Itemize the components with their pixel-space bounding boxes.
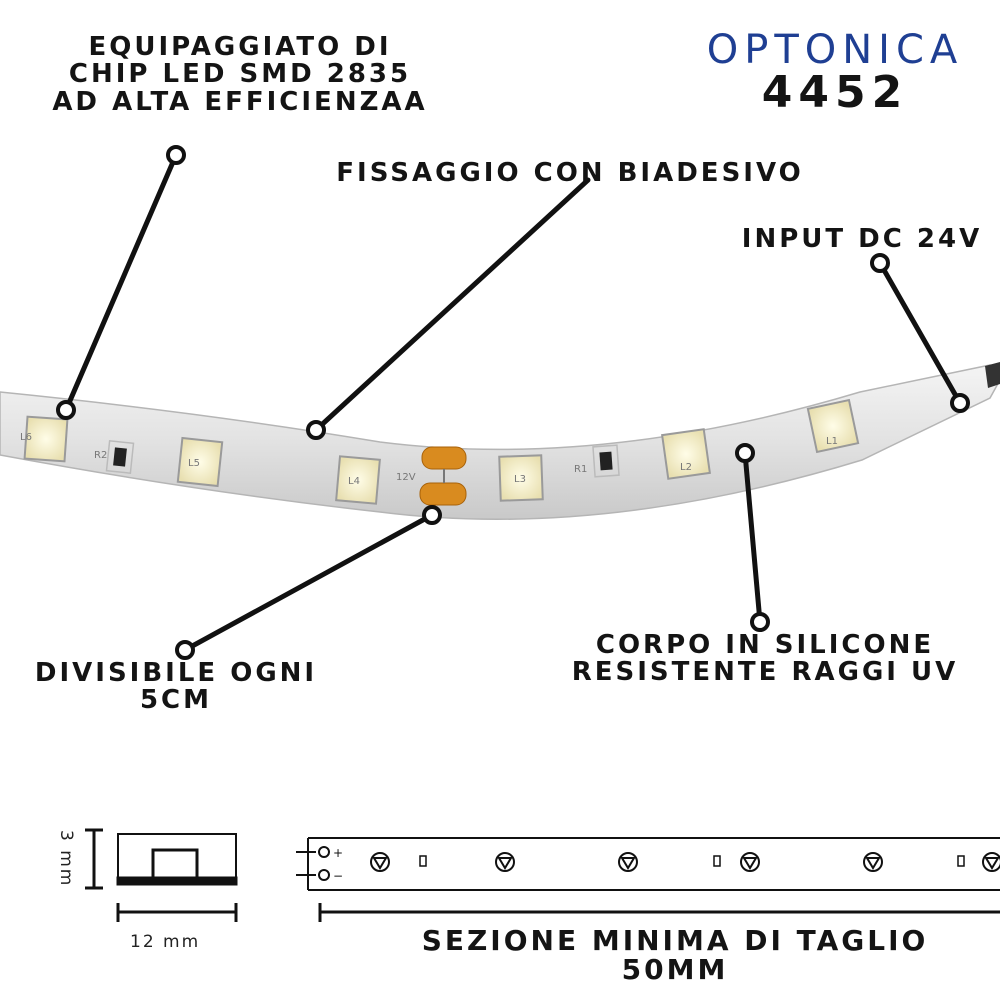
cable-end [985,362,1000,388]
callout-chip-line2: CHIP LED SMD 2835 [68,59,412,90]
callout-dots [56,145,970,660]
callout-divisible-line2: 5CM [139,685,213,716]
flat-strip-diagram: + − [296,837,1000,922]
callout-chip: EQUIPAGGIATO DI CHIP LED SMD 2835 AD ALT… [30,32,450,117]
marking-l3: L3 [514,474,526,485]
marking-voltage: 12V [396,472,416,483]
marking-l5: L5 [188,458,200,469]
callout-body-line2: RESISTENTE RAGGI UV [571,657,959,688]
section-height-label: 3 mm [56,830,76,888]
cross-section-diagram [85,828,238,922]
marking-l4: L4 [348,476,360,487]
marking-r1: R1 [574,464,587,475]
brand-name: OPTONICA [706,27,964,73]
marking-l2: L2 [680,462,692,473]
silicone-strip-body [0,364,1000,521]
section-width-label: 12 mm [130,932,201,952]
marking-l6: L6 [20,432,32,443]
callout-divisible: DIVISIBILE OGNI 5CM [6,658,346,716]
marking-r2: R2 [94,450,107,461]
cut-section-line2: 50MM [621,953,729,987]
callout-chip-line3: AD ALTA EFFICIENZAA [52,86,428,117]
callout-body-line1: CORPO IN SILICONE [595,630,935,660]
led-chips [23,398,860,505]
smd-resistors [113,447,613,471]
callout-body: CORPO IN SILICONE RESISTENTE RAGGI UV [540,630,990,688]
callout-adhesive: FISSAGGIO CON BIADESIVO [336,158,804,188]
cut-section-label: SEZIONE MINIMA DI TAGLIO 50MM [350,926,1000,985]
cut-section-line1: SEZIONE MINIMA DI TAGLIO [421,924,929,957]
svg-text:+: + [333,846,343,860]
svg-text:−: − [333,869,343,883]
product-code: 4452 [761,67,909,118]
brand-block: OPTONICA 4452 [700,30,970,116]
callout-lines [63,152,963,653]
marking-l1: L1 [826,436,838,447]
callout-divisible-line1: DIVISIBILE OGNI [34,658,318,688]
callout-chip-line1: EQUIPAGGIATO DI [88,32,392,62]
callout-input: INPUT DC 24V [741,224,983,254]
